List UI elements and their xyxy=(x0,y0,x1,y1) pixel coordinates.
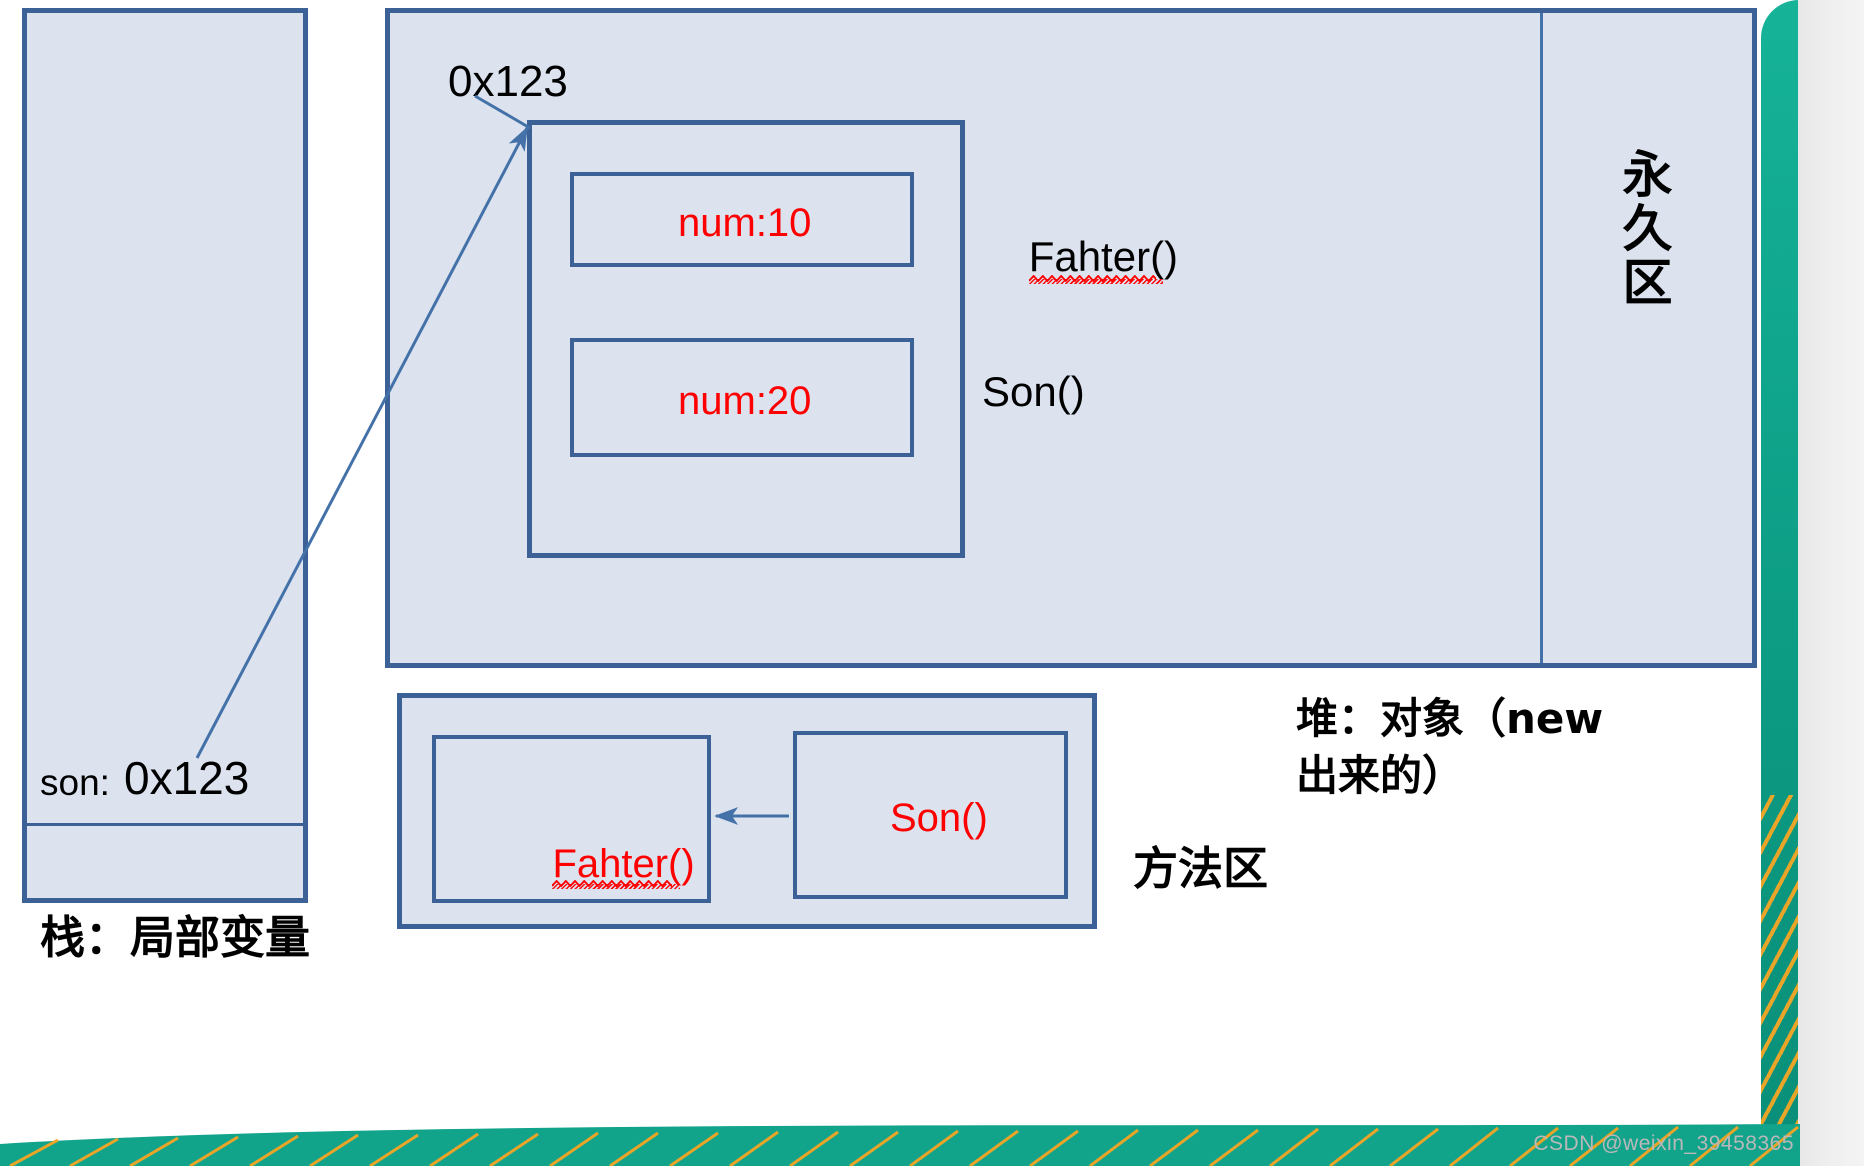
method-area-class-box-1 xyxy=(793,731,1068,899)
method-area-class-box-0 xyxy=(432,735,711,903)
heap-field-box-1 xyxy=(570,338,914,457)
method-area-class-text-0: Fahter() xyxy=(552,842,695,889)
stack-caption: 栈：局部变量 xyxy=(40,911,311,964)
method-area-class-label-0: Fahter() xyxy=(508,795,695,933)
heap-field-owner-label-1: Son() xyxy=(982,368,1085,415)
method-area-class-label-1: Son() xyxy=(890,796,988,840)
heap-field-value-0: num:10 xyxy=(678,201,812,245)
heap-field-box-0 xyxy=(570,172,914,267)
heap-caption-line-1: 堆：对象（new xyxy=(1296,694,1604,743)
heap-pointer-address-label: 0x123 xyxy=(448,57,568,106)
permgen-divider xyxy=(1540,13,1543,663)
heap-caption-line-2: 出来的） xyxy=(1296,751,1465,800)
stack-variable-value: 0x123 xyxy=(124,752,250,804)
permgen-label: 永久区 xyxy=(1614,148,1673,310)
stack-variable-name: son: xyxy=(40,762,110,803)
spellcheck-squiggle-icon xyxy=(1028,274,1156,282)
heap-field-value-1: num:20 xyxy=(678,379,812,423)
method-area-caption: 方法区 xyxy=(1133,842,1269,895)
bottom-accent-band xyxy=(0,1122,1800,1166)
heap-field-owner-label-0: Fahter() xyxy=(982,185,1178,330)
spellcheck-squiggle-icon xyxy=(552,880,673,888)
gray-side-panel xyxy=(1798,0,1864,1166)
stack-frame-divider xyxy=(25,823,305,826)
csdn-watermark: CSDN @weixin_39458365 xyxy=(1533,1132,1794,1155)
orange-hatch-decoration xyxy=(1761,795,1799,1125)
heap-field-owner-text-0: Fahter() xyxy=(1028,233,1178,284)
